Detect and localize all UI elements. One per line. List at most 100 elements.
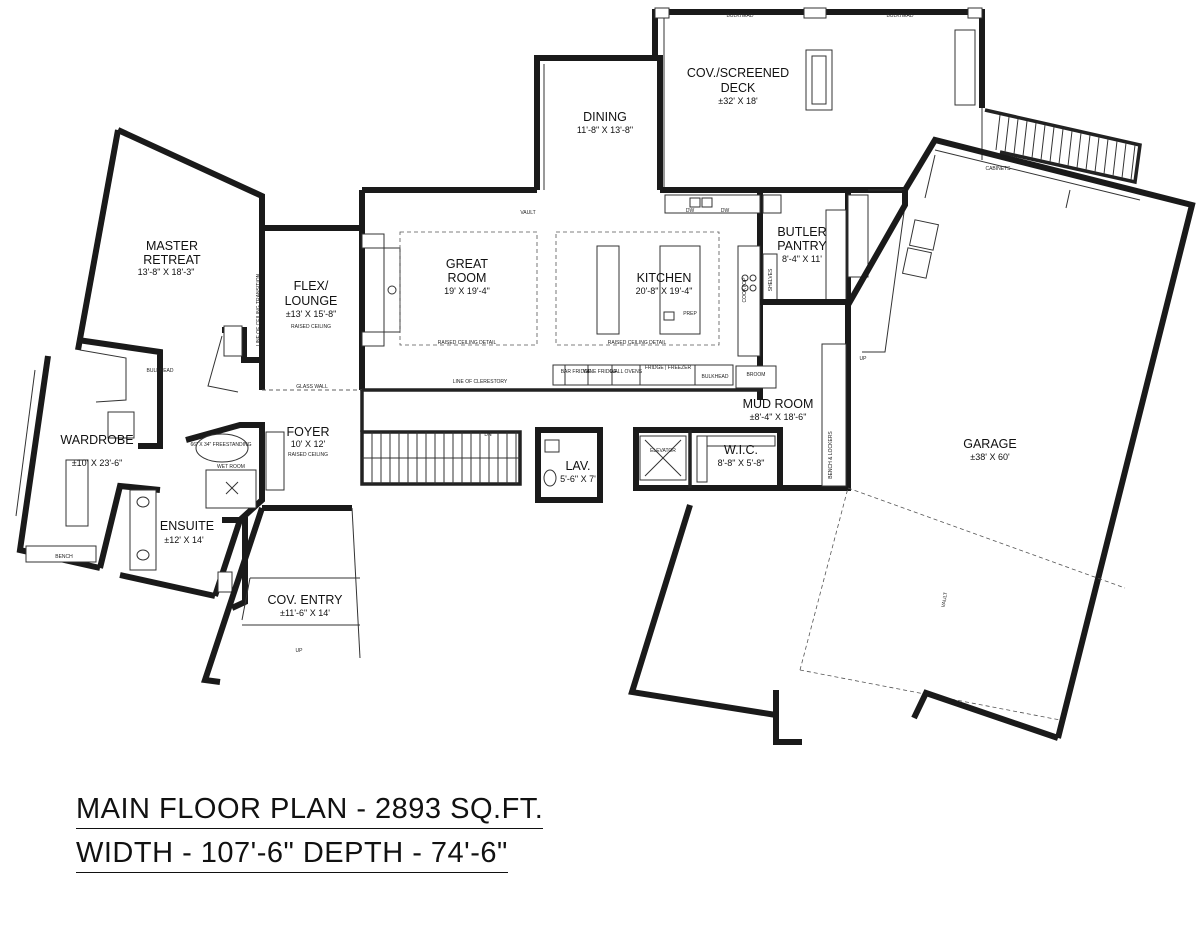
flex-dim: ±13' X 15'-8" [286,309,337,319]
kitchen-dim: 20'-8" X 19'-4" [636,286,693,296]
wardrobe-name: WARDROBE [60,433,133,447]
ensuite-dim: ±12' X 14' [164,535,204,545]
dining-dim: 11'-8" X 13'-8" [577,125,633,135]
foyer-dim: 10' X 12' [291,439,326,449]
dw-note-1: DW [686,208,695,214]
shelves-note: SHELVES [768,268,774,291]
prep-note: PREP [683,311,697,317]
dining-walls [534,55,663,190]
plan-notes: BULKHEAD BULKHEAD CABINETS RAISED CEILIN… [55,13,1011,654]
line-of-clerestory-note: LINE OF CLERESTORY [453,379,508,385]
bench-lockers-note: BENCH & LOCKERS [828,431,834,479]
exterior-stair-tread [1013,118,1019,155]
plan-title-line-1: MAIN FLOOR PLAN - 2893 SQ.FT. [76,792,544,829]
wardrobe-walls [15,337,163,571]
vault-note: VAULT [520,210,535,216]
wic-dim: 8'-8" X 5'-8" [718,458,765,468]
exterior-stair-tread [1031,122,1037,159]
butler-name-line2: PANTRY [777,239,827,253]
dn-note: DN [484,432,492,438]
cabinets-note: CABINETS [985,166,1011,172]
bulkhead-note-4: BULKHEAD [147,368,174,374]
exterior-stair-tread [1022,120,1028,157]
wall-ovens-note: WALL OVENS [610,369,643,375]
bench-note: BENCH [55,554,73,560]
plan-title-line-2: WIDTH - 107'-6" DEPTH - 74'-6" [76,836,508,873]
wic-name: W.I.C. [724,443,758,457]
great-room-name-line1: GREAT [446,257,488,271]
cooktop-note: COOKTOP [742,277,748,303]
garage-name: GARAGE [963,437,1017,451]
deck-name-line1: COV./SCREENED [687,66,789,80]
covered-entry [201,507,361,685]
dining-name: DINING [583,110,627,124]
kitchen-name: KITCHEN [637,271,692,285]
great-room-name-line2: ROOM [448,271,487,285]
mudroom-walls [535,299,851,503]
deck-walls [652,7,985,190]
stairs [360,430,522,486]
up-note-entry: UP [296,648,304,654]
cov-entry-name: COV. ENTRY [267,593,343,607]
exterior-stair-tread [1058,128,1064,165]
wet-room-note: WET ROOM [217,464,245,470]
deck-dim: ±32' X 18' [718,96,758,106]
fridge-freezer-note: FRIDGE | FREEZER [645,365,692,371]
foyer-name: FOYER [286,425,329,439]
up-note-garage: UP [860,356,868,362]
exterior-stair-tread [1076,132,1082,169]
flex-name-line2: LOUNGE [285,294,338,308]
bulkhead-note-1: BULKHEAD [727,13,754,19]
exterior-stair-tread [1121,142,1127,179]
ensuite-name: ENSUITE [160,519,214,533]
master-name-line2: RETREAT [143,253,201,267]
wine-fridge-note: WINE FRIDGE [583,369,617,375]
ceiling-transition-note: LINE OF CEILING TRANSITION [256,273,262,346]
butler-pantry-walls [760,187,906,353]
elevator-note: ELEVATOR [650,448,676,454]
tub-note: 66" X 34" FREESTANDING [191,442,252,448]
bulkhead-note-3: BULKHEAD [702,374,729,380]
master-dim: 13'-8" X 18'-3" [138,267,195,277]
broom-note: BROOM [747,372,766,378]
exterior-stair-tread [995,114,1001,151]
bulkhead-note-2: BULKHEAD [887,13,914,19]
exterior-stair-tread [1130,144,1136,181]
exterior-stair-tread [1067,130,1073,167]
garage-walls [628,136,1196,745]
garage-vault-note: VAULT [941,592,950,608]
plan-title-block: MAIN FLOOR PLAN - 2893 SQ.FT. WIDTH - 10… [76,792,544,880]
exterior-stair-tread [1085,134,1091,171]
foyer-note: RAISED CEILING [288,452,328,458]
master-retreat-walls [75,127,265,393]
mudroom-name: MUD ROOM [743,397,814,411]
raised-ceiling-detail-2: RAISED CEILING DETAIL [608,340,667,346]
dw-note-2: DW [721,208,730,214]
exterior-stair-tread [1103,138,1109,175]
butler-name-line1: BUTLER [777,225,826,239]
foyer-walls [262,389,364,511]
exterior-stair-tread [1049,126,1055,163]
room-labels: COV./SCREENED DECK ±32' X 18' DINING 11'… [60,66,1016,618]
garage-dim: ±38' X 60' [970,452,1010,462]
lav-name: LAV. [565,459,590,473]
exterior-stair-tread [1040,124,1046,161]
lav-dim: 5'-6" X 7' [560,474,596,484]
ensuite-walls [97,422,265,611]
raised-ceiling-detail-1: RAISED CEILING DETAIL [438,340,497,346]
butler-dim: 8'-4" X 11' [782,254,822,264]
exterior-stair-tread [1112,140,1118,177]
master-name-line1: MASTER [146,239,198,253]
cov-entry-dim: ±11'-6" X 14' [280,608,330,618]
mudroom-dim: ±8'-4" X 18'-6" [750,412,807,422]
deck-name-line2: DECK [721,81,756,95]
great-room-dim: 19' X 19'-4" [444,286,490,296]
flex-name-line1: FLEX/ [294,279,329,293]
exterior-stair-tread [1094,136,1100,173]
exterior-stair-tread [1004,116,1010,153]
wardrobe-dim: ±10' X 23'-6" [72,458,123,468]
exterior-stair [984,108,1142,185]
glass-wall-note: GLASS WALL [296,384,328,390]
flex-note: RAISED CEILING [291,324,331,330]
